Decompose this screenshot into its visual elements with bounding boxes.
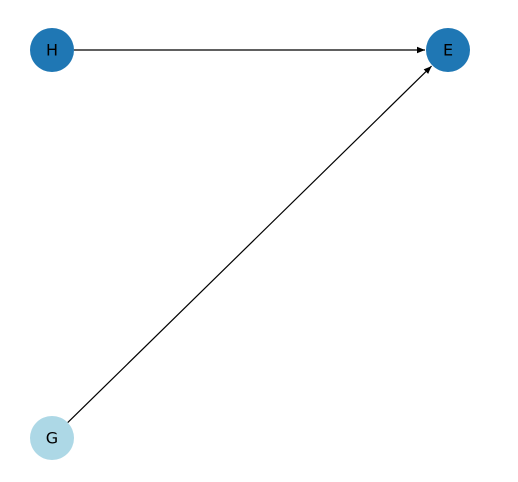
node-circle-h bbox=[30, 28, 74, 72]
node-label-h: H bbox=[46, 41, 58, 60]
node-g: G bbox=[30, 416, 74, 460]
node-circle-g bbox=[30, 416, 74, 460]
node-label-g: G bbox=[46, 429, 58, 448]
node-label-e: E bbox=[443, 41, 453, 60]
node-circle-e bbox=[426, 28, 470, 72]
edges-layer bbox=[67, 46, 432, 424]
node-e: E bbox=[426, 28, 470, 72]
node-h: H bbox=[30, 28, 74, 72]
edge-g-e bbox=[67, 65, 432, 424]
nodes-layer: H E G bbox=[30, 28, 470, 460]
